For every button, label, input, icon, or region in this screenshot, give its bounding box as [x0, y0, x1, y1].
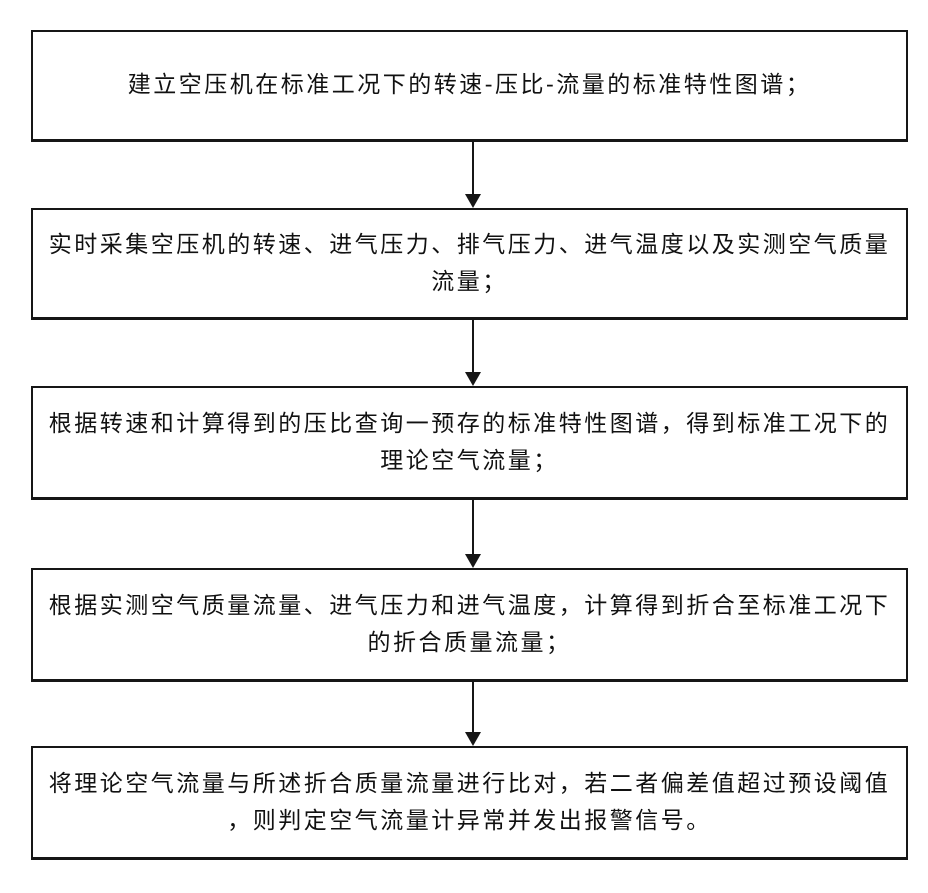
arrow-stem — [472, 142, 474, 194]
arrow-stem — [472, 320, 474, 372]
step-4-text-line-2: 的折合质量流量； — [367, 629, 572, 656]
step-2-text-line-1: 实时采集空压机的转速、进气压力、排气压力、进气温度以及实测空气质量 — [48, 231, 891, 258]
step-3-text-line-1: 根据转速和计算得到的压比查询一预存的标准特性图谱，得到标准工况下的 — [48, 410, 891, 437]
step-2-text-line-2: 流量； — [431, 268, 508, 295]
down-arrow-2 — [465, 320, 481, 386]
arrow-head-icon — [465, 194, 481, 208]
flow-step-3: 根据转速和计算得到的压比查询一预存的标准特性图谱，得到标准工况下的 理论空气流量… — [31, 386, 908, 500]
arrow-head-icon — [465, 554, 481, 568]
step-5-text-line-1: 将理论空气流量与所述折合质量流量进行比对，若二者偏差值超过预设阈值 — [48, 770, 891, 797]
flow-step-1: 建立空压机在标准工况下的转速-压比-流量的标准特性图谱； — [31, 30, 908, 142]
arrow-stem — [472, 682, 474, 732]
arrow-head-icon — [465, 732, 481, 746]
flow-step-4: 根据实测空气质量流量、进气压力和进气温度，计算得到折合至标准工况下 的折合质量流… — [31, 568, 908, 682]
step-5-text-line-2: ，则判定空气流量计异常并发出报警信号。 — [227, 807, 712, 834]
down-arrow-3 — [465, 500, 481, 568]
flow-step-5: 将理论空气流量与所述折合质量流量进行比对，若二者偏差值超过预设阈值 ，则判定空气… — [31, 746, 908, 860]
step-1-text-line-1: 建立空压机在标准工况下的转速-压比-流量的标准特性图谱； — [127, 72, 812, 98]
arrow-head-icon — [465, 372, 481, 386]
down-arrow-1 — [465, 142, 481, 208]
arrow-stem — [472, 500, 474, 554]
flow-step-2: 实时采集空压机的转速、进气压力、排气压力、进气温度以及实测空气质量 流量； — [31, 208, 908, 320]
step-3-text-line-2: 理论空气流量； — [380, 447, 559, 474]
down-arrow-4 — [465, 682, 481, 746]
step-4-text-line-1: 根据实测空气质量流量、进气压力和进气温度，计算得到折合至标准工况下 — [48, 592, 891, 619]
